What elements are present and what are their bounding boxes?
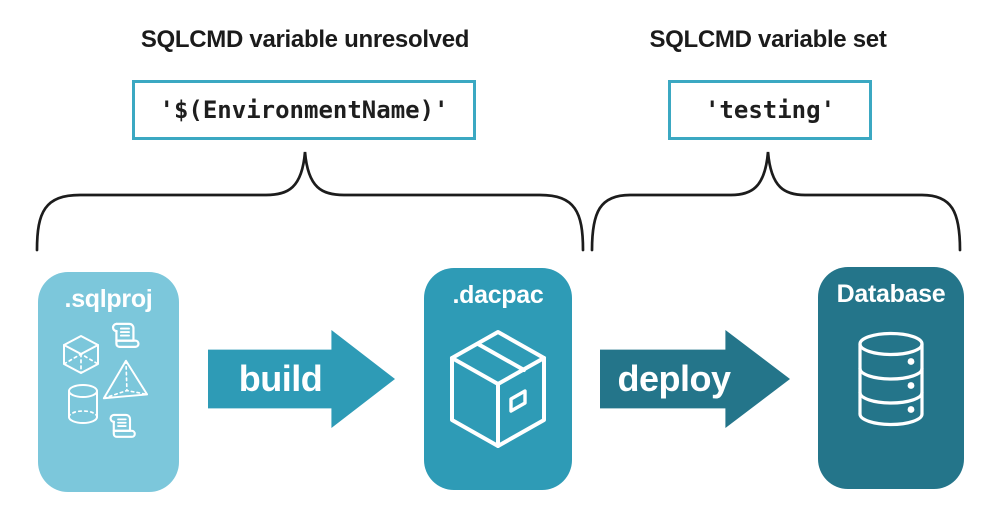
script-icon	[109, 413, 136, 438]
code-testing-value: 'testing'	[704, 96, 836, 124]
code-box-testing-value: 'testing'	[668, 80, 872, 140]
left-brace	[35, 151, 585, 252]
cylinder-icon	[68, 384, 98, 424]
heading-sqlcmd-set: SQLCMD variable set	[649, 26, 887, 53]
node-sqlproj: .sqlproj	[38, 272, 179, 492]
build-arrow-label: build	[238, 358, 323, 399]
heading-sqlcmd-unresolved: SQLCMD variable unresolved	[140, 26, 470, 53]
node-database: Database	[818, 267, 964, 489]
node-database-label: Database	[836, 280, 946, 308]
node-dacpac-label: .dacpac	[452, 281, 544, 309]
cube-icon	[63, 335, 99, 374]
script-icon	[111, 322, 140, 349]
right-brace	[590, 151, 962, 252]
code-environment-variable: '$(EnvironmentName)'	[159, 96, 449, 124]
node-sqlproj-label: .sqlproj	[64, 285, 153, 313]
package-icon	[450, 330, 546, 448]
code-box-environment-variable: '$(EnvironmentName)'	[132, 80, 476, 140]
database-icon	[858, 331, 924, 427]
node-dacpac: .dacpac	[424, 268, 572, 490]
deploy-arrow-label: deploy	[617, 358, 731, 399]
pyramid-icon	[102, 359, 149, 400]
